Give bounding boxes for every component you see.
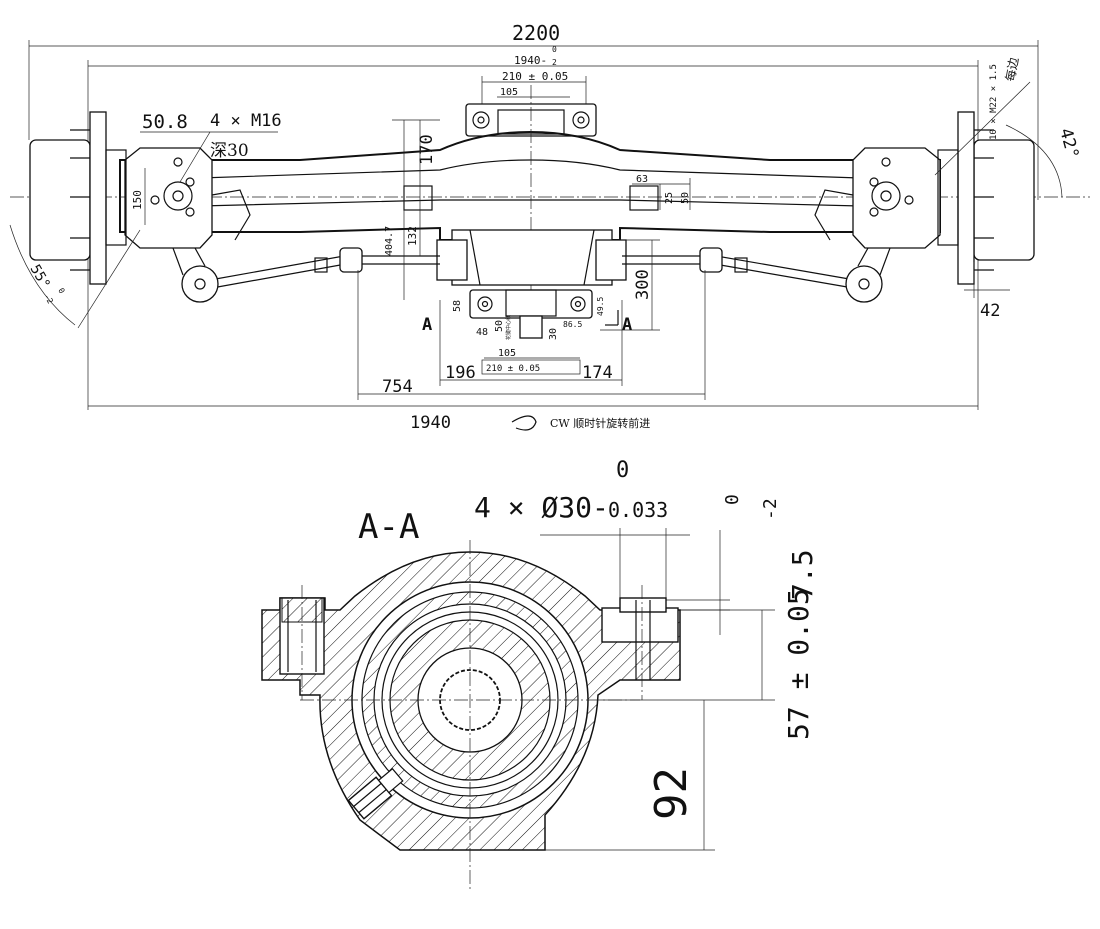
dim-86-5: 86.5 xyxy=(563,320,582,329)
bore-spec: 4 × Ø30- xyxy=(474,491,609,524)
grease-fitting xyxy=(347,767,404,820)
dim-depth-30: 深30 xyxy=(210,141,249,161)
dim-48: 48 xyxy=(476,327,488,338)
section-mark-left: A xyxy=(422,315,432,335)
dim-1940-top: 1940- xyxy=(514,54,547,67)
dim-210-bottom: 210 ± 0.05 xyxy=(486,364,540,374)
dim-174: 174 xyxy=(582,363,613,383)
svg-text:-2: -2 xyxy=(760,498,781,520)
axle-housing xyxy=(119,130,941,241)
dim-42: 42 xyxy=(980,301,1000,321)
dim-25: 25 xyxy=(664,192,675,204)
dim-63: 63 xyxy=(636,174,648,185)
dim-58: 58 xyxy=(452,300,463,312)
left-ball-joint xyxy=(181,265,219,303)
dim-4xM16: 4 × M16 xyxy=(210,111,282,131)
svg-text:0: 0 xyxy=(56,287,66,296)
dim-404-7: 404.7 xyxy=(384,226,395,256)
right-ball-joint xyxy=(845,265,883,303)
right-flange xyxy=(957,111,975,285)
svg-text:0: 0 xyxy=(552,45,557,54)
dim-30: 30 xyxy=(548,328,559,340)
dim-210-top: 210 ± 0.05 xyxy=(502,70,568,83)
dim-105-top: 105 xyxy=(500,87,518,98)
dim-150: 150 xyxy=(131,190,144,210)
dim-50-bottom: 50 xyxy=(494,320,505,332)
dim-105-bottom: 105 xyxy=(498,348,516,359)
dim-300: 300 xyxy=(633,269,653,300)
stud-spec: 10 × M22 × 1.5 xyxy=(989,64,999,140)
dim-49-5: 49.5 xyxy=(596,297,605,316)
dim-196: 196 xyxy=(445,363,476,383)
dim-170: 170 xyxy=(417,134,437,165)
dim-132: 132 xyxy=(406,226,419,246)
angle-42: 42° xyxy=(1055,126,1082,161)
spline-note: 花键中心线 xyxy=(505,315,512,340)
angle-55: 55° xyxy=(27,262,54,292)
left-flange xyxy=(89,111,107,285)
depth-spec: 7.5 xyxy=(786,549,819,600)
height-57: 57 ± 0.05 xyxy=(782,588,815,740)
svg-text:-2: -2 xyxy=(42,293,55,306)
top-view: 2200 1940- 0 2 210 ± 0.05 105 xyxy=(9,21,1090,433)
svg-text:2: 2 xyxy=(552,58,557,67)
svg-text:0: 0 xyxy=(722,494,743,505)
height-92: 92 xyxy=(646,767,697,820)
section-title: A-A xyxy=(358,507,419,547)
each-side-label: 每边 xyxy=(1002,56,1021,82)
dim-1940-bottom: 1940 xyxy=(410,413,451,433)
dim-2200: 2200 xyxy=(512,21,560,45)
dim-50-8: 50.8 xyxy=(142,111,188,133)
rotation-note: CW 顺时针旋转前进 xyxy=(550,416,650,430)
svg-text:0.033: 0.033 xyxy=(608,498,668,522)
dim-50-right: 50 xyxy=(680,192,691,204)
section-mark-right: A xyxy=(622,315,632,335)
section-view: A-A 4 × Ø30- 0 0.033 7.5 0 -2 57 ± 0.05 … xyxy=(261,458,819,890)
svg-text:0: 0 xyxy=(616,458,629,483)
dim-754: 754 xyxy=(382,377,413,397)
